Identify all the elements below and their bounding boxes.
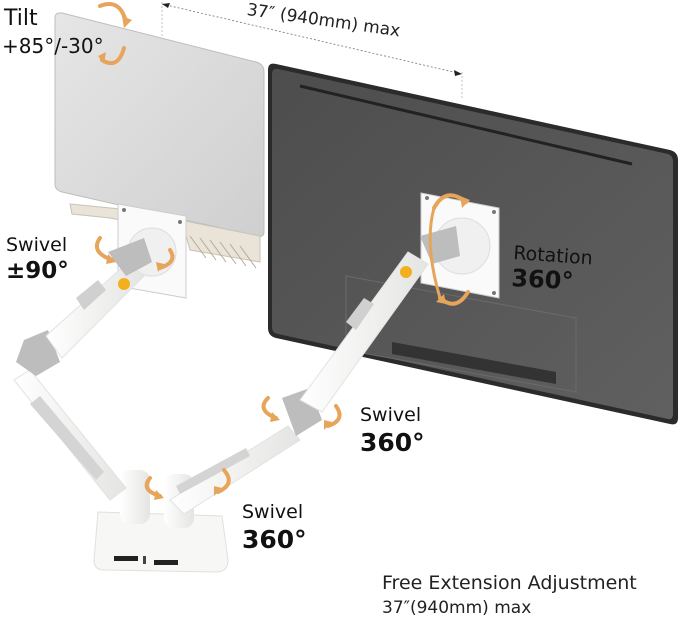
left-arm: [13, 238, 152, 501]
swivel-base-range: 360°: [242, 525, 307, 554]
tilt-range: +85°/-30°: [2, 34, 104, 58]
swivel-arrow-icon: [158, 248, 175, 270]
swivel-middle-label: Swivel: [360, 404, 422, 426]
swivel-left-label: Swivel: [6, 234, 68, 256]
swivel-arrow-icon: [216, 468, 231, 494]
swivel-left-range: ±90°: [6, 258, 69, 284]
tilt-arrow-icon: [98, 2, 128, 24]
rotation-range: 360°: [510, 264, 575, 296]
swivel-arrow-icon: [326, 404, 342, 428]
extension-label: Free Extension Adjustment: [382, 572, 637, 594]
swivel-middle-range: 360°: [360, 428, 425, 457]
swivel-base-label: Swivel: [242, 501, 304, 523]
extension-range: 37″(940mm) max: [382, 598, 532, 618]
tilt-label: Tilt: [4, 6, 38, 31]
tilt-arrow-icon: [100, 46, 126, 65]
right-arm: [169, 226, 460, 515]
